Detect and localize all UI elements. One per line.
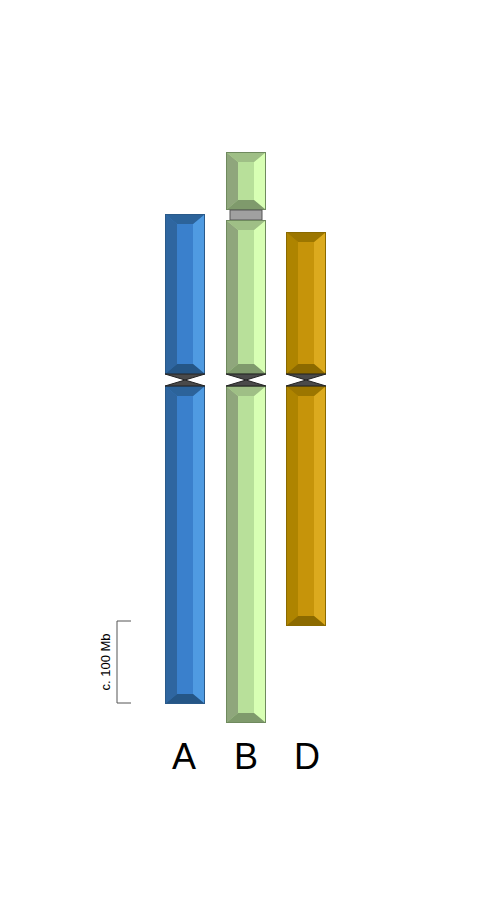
- arm-bevel: [193, 214, 205, 374]
- arm-bevel: [314, 386, 326, 626]
- arm-bevel: [286, 364, 326, 374]
- arm-bevel: [226, 220, 266, 230]
- arm-bevel: [286, 232, 326, 242]
- arm-bevel: [254, 220, 266, 374]
- arm-outline: [227, 387, 266, 723]
- arm-body: [286, 232, 326, 374]
- genome-label: B: [234, 739, 258, 775]
- arm-bevel: [226, 364, 266, 374]
- arm-bevel: [286, 232, 298, 374]
- chromosome-group: [165, 152, 326, 723]
- genome-label: D: [294, 739, 320, 775]
- arm-bevel: [226, 713, 266, 723]
- arm-bevel: [165, 214, 177, 374]
- arm-bevel: [314, 232, 326, 374]
- arm-bevel: [286, 386, 298, 626]
- centromere: [226, 380, 266, 386]
- centromere: [286, 380, 326, 386]
- arm-outline: [287, 233, 326, 374]
- scale-label: c. 100 Mb: [99, 633, 112, 690]
- arm-bevel: [226, 200, 266, 210]
- centromere: [165, 374, 205, 380]
- arm-bevel: [165, 364, 205, 374]
- arm-outline: [287, 387, 326, 626]
- satellite-stalk: [230, 210, 262, 220]
- arm-bevel: [165, 214, 205, 224]
- genome-label: A: [172, 739, 196, 775]
- arm-body: [165, 214, 205, 374]
- arm-bevel: [226, 386, 238, 723]
- arm-bevel: [226, 152, 266, 162]
- arm-outline: [227, 153, 266, 210]
- arm-outline: [227, 221, 266, 374]
- arm-bevel: [254, 152, 266, 210]
- arm-bevel: [254, 386, 266, 723]
- arm-bevel: [165, 386, 177, 704]
- arm-bevel: [226, 386, 266, 396]
- arm-bevel: [226, 220, 238, 374]
- centromere: [165, 380, 205, 386]
- arm-body: [226, 386, 266, 723]
- arm-outline: [166, 215, 205, 374]
- arm-bevel: [165, 386, 205, 396]
- arm-outline: [166, 387, 205, 704]
- centromere: [226, 374, 266, 380]
- arm-body: [226, 220, 266, 374]
- arm-body: [286, 386, 326, 626]
- arm-bevel: [165, 694, 205, 704]
- centromere: [286, 374, 326, 380]
- arm-bevel: [226, 152, 238, 210]
- arm-bevel: [193, 386, 205, 704]
- arm-body: [165, 386, 205, 704]
- arm-body: [226, 152, 266, 210]
- scale-bracket: [117, 621, 131, 703]
- arm-bevel: [286, 616, 326, 626]
- arm-bevel: [286, 386, 326, 396]
